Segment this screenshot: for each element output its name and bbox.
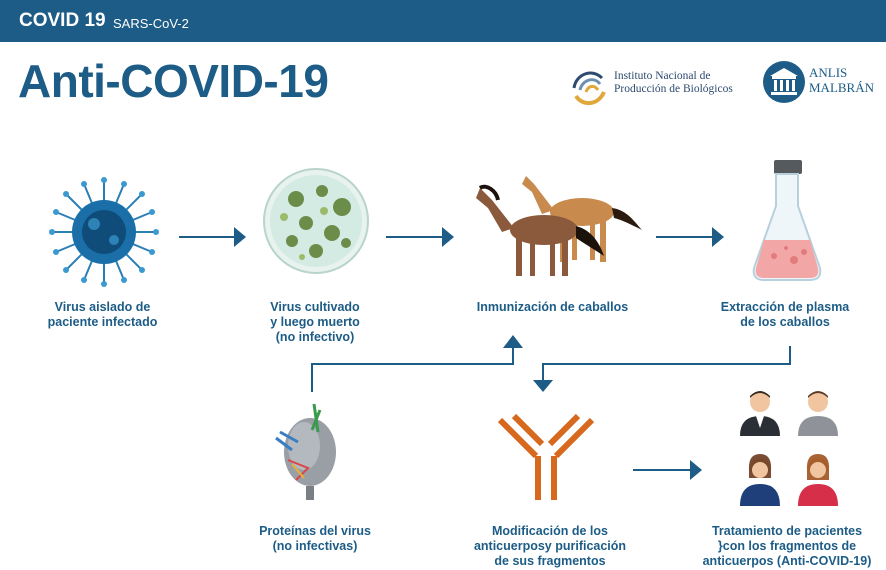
patients-icon [740,391,838,506]
anlis-name-line2: MALBRÁN [809,80,875,95]
protein-structure-icon [275,403,336,500]
antibody-icon [497,413,595,500]
inpb-logo-icon [572,71,606,105]
step-treatment-label: Tratamiento de pacientes }con los fragme… [702,524,872,568]
step-cultivated-label: Virus cultivado y luego muerto (no infec… [270,300,360,344]
step-antibody-label: Modificación de los anticuerposy purific… [473,524,627,568]
anlis-logo-icon [763,61,805,103]
page-title: Anti-COVID-19 [18,55,329,107]
step-proteins-label: Proteínas del virus (no infectivas) [259,524,371,553]
step-plasma-label: Extracción de plasma de los caballos [720,300,850,329]
header-subtitle: SARS-CoV-2 [113,16,189,31]
header-bar: COVID 19 SARS-CoV-2 [0,0,886,42]
header-title: COVID 19 [19,10,106,31]
petri-dish-icon [263,168,369,274]
step-horses-label: Inmunización de caballos [476,300,629,314]
anlis-name-line1: ANLIS [809,65,848,80]
inpb-name-line2: Producción de Biológicos [614,83,733,95]
inpb-logo: Instituto Nacional de Producción de Biol… [568,62,758,108]
virus-icon [49,177,159,287]
anlis-logo: ANLIS MALBRÁN [762,60,882,106]
step-virus-label: Virus aislado de paciente infectado [47,300,158,329]
inpb-name-line1: Instituto Nacional de [614,70,711,82]
flask-icon [752,160,822,281]
horses-icon [476,176,642,276]
patient-man-suit [740,391,780,436]
